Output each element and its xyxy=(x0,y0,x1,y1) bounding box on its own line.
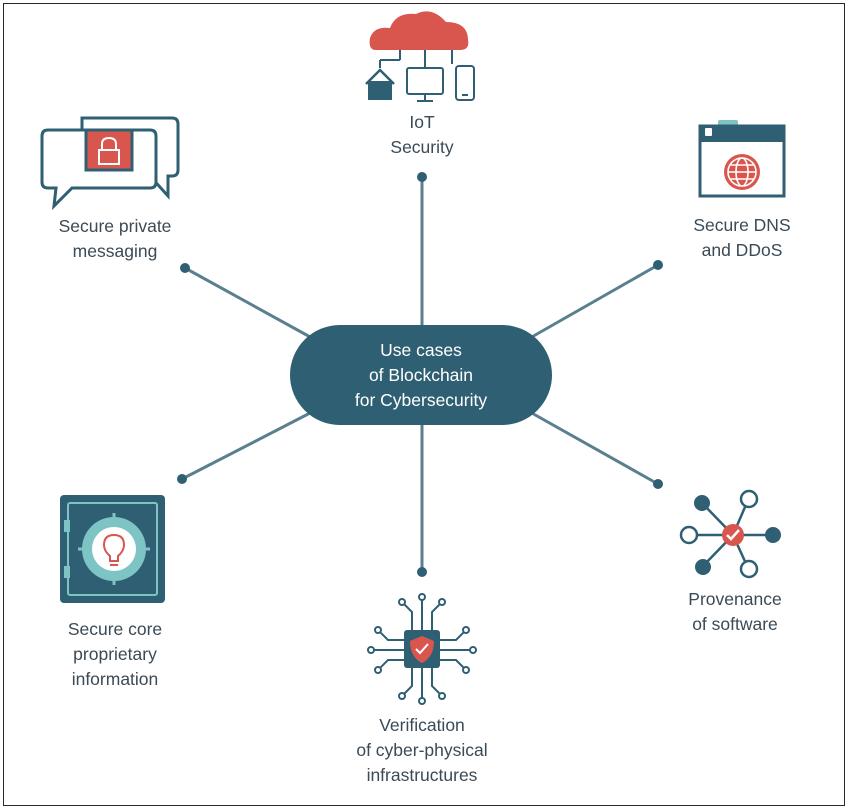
connector-dot-messaging xyxy=(180,263,190,273)
chat-lock-icon xyxy=(40,116,180,211)
label-secure-messaging: Secure private messaging xyxy=(35,214,195,264)
center-title: Use cases of Blockchain for Cybersecurit… xyxy=(290,325,552,425)
connector-messaging xyxy=(184,266,313,340)
connector-dns xyxy=(529,263,659,340)
connector-core xyxy=(181,410,313,481)
center-line: Use cases xyxy=(380,339,462,360)
label-secure-core: Secure core proprietary information xyxy=(40,617,190,692)
label-line: Secure core xyxy=(67,619,163,639)
label-line: Verification xyxy=(379,715,465,735)
connector-dot-core xyxy=(177,474,187,484)
connector-dot-dns xyxy=(653,260,663,270)
safe-bulb-icon xyxy=(60,495,165,603)
label-provenance: Provenance of software xyxy=(660,587,810,637)
figure-frame xyxy=(3,3,845,806)
connector-dot-provenance xyxy=(653,479,663,489)
center-line: of Blockchain xyxy=(368,364,474,385)
center-pill xyxy=(290,325,552,425)
label-line: Security xyxy=(390,137,454,157)
cloud-devices-icon xyxy=(365,11,475,102)
label-line: infrastructures xyxy=(366,765,478,785)
label-line: Secure private xyxy=(58,216,172,236)
label-line: of cyber-physical xyxy=(356,740,488,760)
label-verification: Verification of cyber-physical infrastru… xyxy=(337,713,507,788)
connector-provenance xyxy=(529,410,659,486)
label-line: proprietary xyxy=(73,644,157,664)
label-line: information xyxy=(71,669,159,689)
label-line: and DDoS xyxy=(701,240,783,260)
label-iot-security: IoT Security xyxy=(372,110,472,160)
network-check-icon xyxy=(679,489,781,579)
connector-dot-iot xyxy=(417,172,427,182)
label-line: Provenance xyxy=(688,589,782,609)
chip-shield-icon xyxy=(367,593,477,705)
center-line: for Cybersecurity xyxy=(354,389,488,410)
label-secure-dns: Secure DNS and DDoS xyxy=(672,213,812,263)
browser-globe-icon xyxy=(698,120,786,198)
label-line: messaging xyxy=(72,241,158,261)
connector-dot-verification xyxy=(417,567,427,577)
label-line: Secure DNS xyxy=(693,215,791,235)
label-line: of software xyxy=(692,614,778,634)
label-line: IoT xyxy=(409,112,435,132)
